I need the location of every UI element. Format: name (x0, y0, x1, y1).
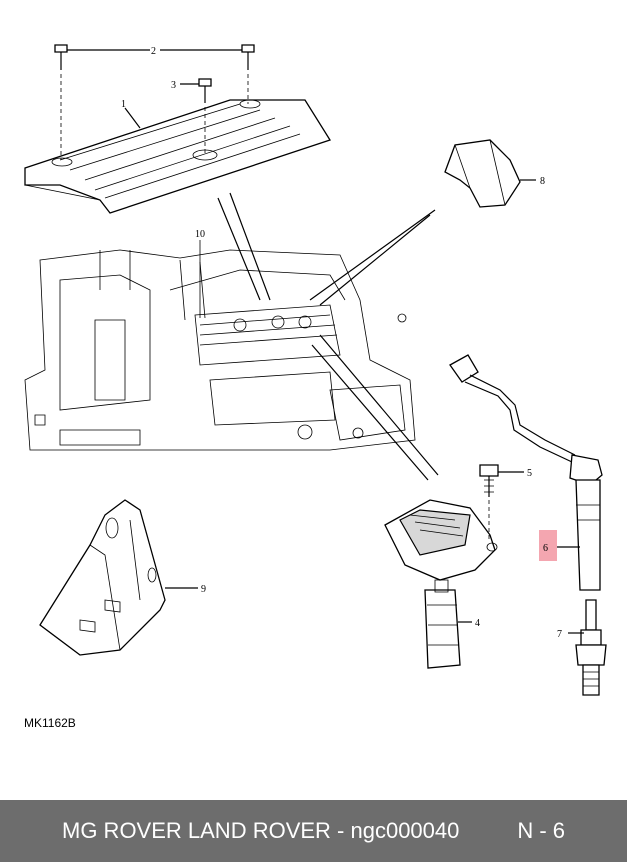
leader-lines (199, 192, 439, 481)
engine-assembly (24, 249, 416, 451)
callout-1: 1 (121, 99, 126, 110)
cover-bolts-part (54, 44, 255, 160)
callout-9: 9 (201, 584, 206, 595)
footer-reference: MG ROVER LAND ROVER - ngc000040 (62, 818, 460, 843)
spark-plug-part (568, 599, 607, 696)
callout-2: 2 (151, 46, 156, 57)
footer-bar: MG ROVER LAND ROVER - ngc000040 N - 6 (0, 800, 627, 862)
exploded-parts-diagram: 1 2 3 4 5 6 7 8 9 10 (24, 44, 607, 696)
ignition-lead-part (449, 354, 603, 591)
callout-3: 3 (171, 80, 176, 91)
figure-code: MK1162B (24, 716, 76, 730)
ignition-coil-part (384, 499, 498, 669)
callout-4: 4 (475, 618, 480, 629)
engine-cover-part (24, 99, 331, 214)
callout-6: 6 (543, 543, 548, 554)
callout-5: 5 (527, 468, 532, 479)
highlight-box (539, 530, 557, 561)
bracket-part (39, 499, 198, 656)
callout-10: 10 (195, 229, 205, 240)
callout-8: 8 (540, 176, 545, 187)
footer-page-number: N - 6 (517, 818, 565, 843)
clip-part (444, 139, 536, 208)
coil-bolt-part (479, 464, 524, 540)
callout-7: 7 (557, 629, 562, 640)
